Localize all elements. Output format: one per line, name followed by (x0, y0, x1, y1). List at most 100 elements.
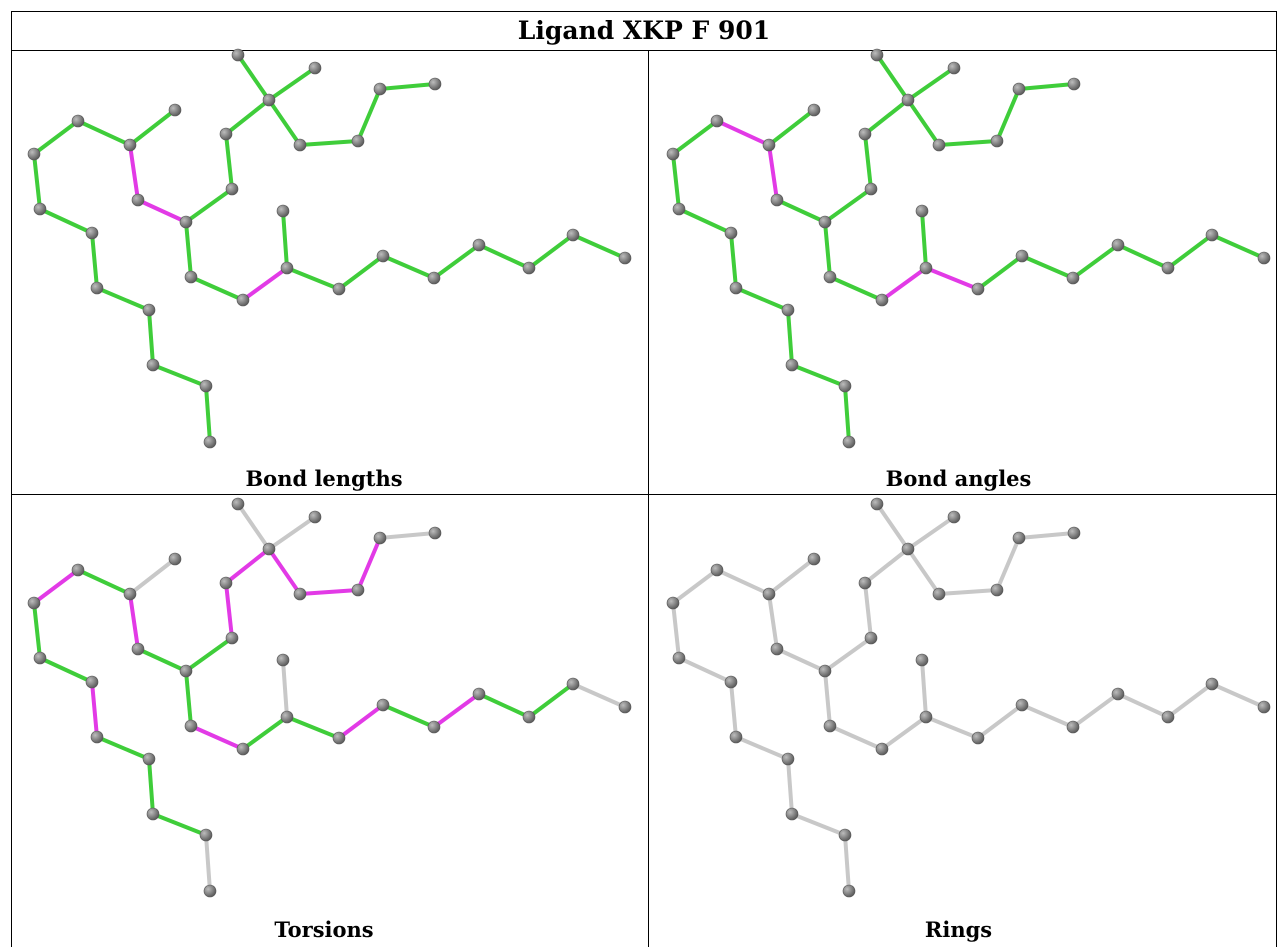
atom (947, 510, 961, 524)
molecule-diagram-bond-lengths (27, 48, 632, 449)
atom (179, 215, 193, 229)
bond-ok (571, 233, 627, 260)
atom (27, 147, 41, 161)
atom (870, 497, 884, 511)
atom (618, 700, 632, 714)
bond-none (995, 536, 1021, 592)
bond-ok (734, 286, 790, 312)
bond-ok (32, 152, 42, 211)
bond-ok (184, 220, 193, 279)
atom (1111, 238, 1125, 252)
atom (332, 282, 346, 296)
bond-ok (1071, 243, 1120, 280)
atom (919, 710, 933, 724)
bond-none (767, 557, 816, 596)
atom (276, 204, 290, 218)
bond-none (715, 568, 771, 596)
atom (332, 731, 346, 745)
bond-ok (906, 66, 956, 102)
bond-ok (224, 132, 234, 191)
bond-none (976, 703, 1024, 740)
atom (770, 642, 784, 656)
atom (710, 563, 724, 577)
bond-none (786, 757, 794, 816)
bond-ok (184, 187, 234, 224)
atom (807, 552, 821, 566)
bond-outlier (224, 581, 234, 640)
bond-ok (151, 812, 208, 837)
atom (724, 675, 738, 689)
atom (932, 587, 946, 601)
atom (875, 742, 889, 756)
atom (203, 884, 217, 898)
atom (724, 226, 738, 240)
bond-outlier (189, 724, 245, 751)
atom (823, 719, 837, 733)
atom (915, 204, 929, 218)
bond-none (790, 812, 847, 837)
bond-none (920, 658, 928, 719)
atom (351, 583, 365, 597)
bond-ok (1166, 233, 1214, 270)
bond-outlier (128, 143, 140, 202)
bond-none (1020, 703, 1075, 729)
panel-caption-bond-lengths: Bond lengths (245, 466, 403, 491)
atom (781, 303, 795, 317)
atom (225, 631, 239, 645)
atom (427, 271, 441, 285)
atom (838, 828, 852, 842)
bond-ok (937, 139, 999, 147)
atom (785, 358, 799, 372)
atom (1161, 710, 1175, 724)
atom (131, 193, 145, 207)
bond-none (823, 669, 832, 728)
atom (1205, 228, 1219, 242)
atom (1067, 77, 1081, 91)
bond-ok (671, 119, 719, 156)
atom (729, 730, 743, 744)
bond-none (880, 715, 928, 751)
bond-ok (477, 692, 531, 719)
bond-ok (875, 53, 910, 102)
bond-ok (95, 286, 151, 312)
bond-ok (729, 231, 738, 290)
bond-none (775, 647, 827, 673)
atom (219, 127, 233, 141)
bond-ok (285, 715, 341, 740)
bond-none (236, 502, 271, 551)
bond-ok (843, 384, 851, 444)
atom (123, 587, 137, 601)
bond-ok (477, 243, 531, 270)
atom (807, 103, 821, 117)
atom (71, 563, 85, 577)
panel-bond-angles: Bond angles (639, 0, 1278, 494)
atom (875, 293, 889, 307)
atom (522, 261, 536, 275)
bond-outlier (241, 266, 289, 302)
atom (762, 138, 776, 152)
atom (1066, 720, 1080, 734)
atom (428, 526, 442, 540)
atom (781, 752, 795, 766)
bond-ok (241, 715, 289, 751)
bond-ok (823, 220, 832, 279)
atom (184, 270, 198, 284)
bond-ok (224, 98, 271, 136)
atom (1205, 677, 1219, 691)
bond-ok (298, 139, 360, 147)
atom (522, 710, 536, 724)
atom (919, 261, 933, 275)
atom (373, 531, 387, 545)
bond-none (1210, 682, 1266, 709)
atom (990, 583, 1004, 597)
bond-none (924, 715, 980, 740)
bond-outlier (715, 119, 771, 147)
panel-divider-vertical (648, 51, 649, 947)
bond-ok (920, 209, 928, 270)
bond-ok (189, 275, 245, 302)
bond-ok (76, 568, 132, 596)
atom (168, 103, 182, 117)
bond-ok (267, 98, 302, 147)
atom (280, 710, 294, 724)
atom (428, 77, 442, 91)
